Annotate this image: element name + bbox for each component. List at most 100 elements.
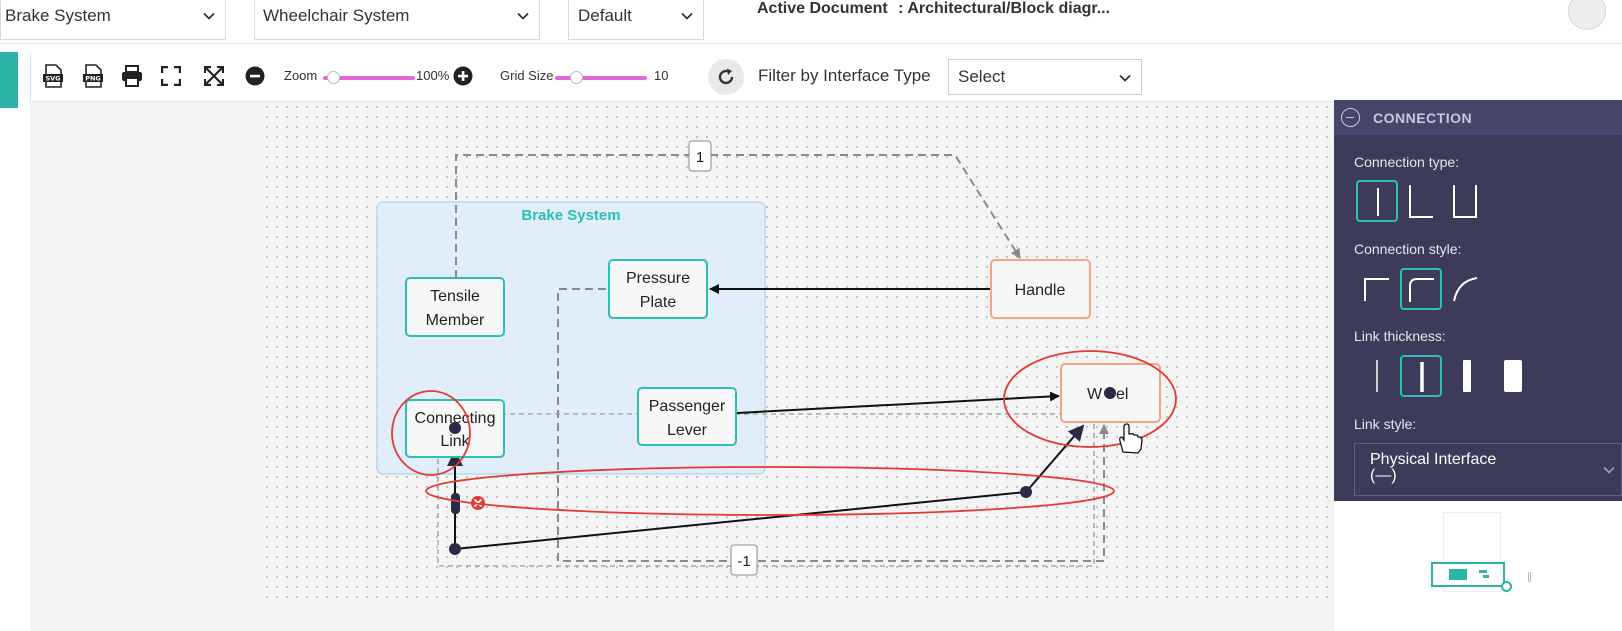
- elbow-line-icon: [1409, 185, 1433, 218]
- connection-style-curved[interactable]: [1444, 268, 1486, 310]
- highlight-ellipse-connection: [425, 466, 1115, 516]
- chevron-down-icon: [681, 12, 693, 20]
- link-style-value-symbol: (—): [1370, 467, 1397, 484]
- node-label: el: [1116, 386, 1128, 403]
- u-shape-line-icon: [1453, 185, 1477, 218]
- chevron-down-icon: [1603, 466, 1615, 474]
- connection-type-elbow[interactable]: [1400, 180, 1442, 222]
- png-export-icon[interactable]: PNG: [81, 64, 105, 88]
- filter-interface-type-label: Filter by Interface Type: [758, 66, 931, 85]
- filter-interface-type-select[interactable]: Select: [948, 59, 1142, 95]
- fullscreen-icon[interactable]: [159, 64, 183, 88]
- chevron-down-icon: [517, 12, 529, 20]
- fit-to-screen-icon[interactable]: [202, 64, 226, 88]
- minimap-viewport[interactable]: [1431, 562, 1505, 587]
- curved-line-icon: [1453, 277, 1478, 302]
- system-select-value: Brake System: [5, 6, 111, 25]
- node-label: Lever: [667, 422, 708, 439]
- system-select[interactable]: Brake System: [0, 0, 226, 40]
- highlight-circle-connecting-link: [391, 390, 471, 476]
- segment-drag-handle[interactable]: [451, 493, 460, 514]
- node-label: Handle: [1015, 282, 1066, 299]
- zoom-value: 100%: [416, 68, 450, 83]
- minimap-resize-handle[interactable]: [1501, 581, 1512, 592]
- edge-selected-segment-2[interactable]: [454, 491, 1027, 550]
- refresh-button[interactable]: [708, 59, 744, 95]
- connection-style-label: Connection style:: [1354, 241, 1462, 257]
- active-document-value: : Architectural/Block diagr...: [898, 0, 1111, 17]
- link-thickness-medium[interactable]: [1400, 355, 1442, 397]
- thick-line-icon: [1463, 360, 1471, 392]
- node-pressure-plate[interactable]: Pressure Plate: [608, 259, 708, 319]
- minimap-scroll-indicator[interactable]: [1528, 572, 1531, 582]
- connection-handle[interactable]: [449, 422, 461, 434]
- sub-system-select[interactable]: Wheelchair System: [254, 0, 540, 40]
- svg-text:PNG: PNG: [85, 75, 101, 83]
- edge-selected-segment-3[interactable]: [1025, 424, 1085, 493]
- connection-type-label: Connection type:: [1354, 154, 1460, 170]
- link-style-value: Physical Interface: [1370, 451, 1497, 468]
- link-thickness-thin[interactable]: [1356, 355, 1398, 397]
- connection-handle[interactable]: [449, 543, 461, 555]
- connection-panel: CONNECTION Connection type: Connection s…: [1334, 100, 1622, 501]
- connection-style-rounded[interactable]: [1400, 268, 1442, 310]
- active-document-label: Active Document: [757, 0, 888, 17]
- view-select-value: Default: [578, 6, 632, 25]
- view-select[interactable]: Default: [568, 0, 704, 40]
- zoom-slider-knob[interactable]: [327, 71, 340, 84]
- edge-lever-to-wheel[interactable]: [736, 391, 1060, 414]
- node-label: Plate: [640, 294, 677, 311]
- straight-line-icon: [1377, 188, 1379, 216]
- sub-system-select-value: Wheelchair System: [263, 6, 410, 25]
- grid-size-slider-knob[interactable]: [570, 71, 583, 84]
- edge-label-top[interactable]: 1: [688, 140, 712, 172]
- rounded-corner-icon: [1409, 278, 1434, 302]
- edge-wheel-to-pressure-plate[interactable]: [557, 288, 1109, 562]
- connection-handle[interactable]: [1020, 486, 1032, 498]
- collapse-icon[interactable]: [1341, 108, 1360, 127]
- extra-thick-line-icon: [1504, 360, 1522, 392]
- node-passenger-lever[interactable]: Passenger Lever: [637, 387, 737, 446]
- node-label: Tensile: [430, 288, 480, 305]
- svg-export-icon[interactable]: SVG: [41, 64, 65, 88]
- node-tensile-member[interactable]: Tensile Member: [405, 277, 505, 337]
- zoom-slider[interactable]: [323, 71, 415, 84]
- print-icon[interactable]: [120, 64, 144, 88]
- highlight-ellipse-wheel: [1003, 350, 1177, 448]
- canvas-bottom-area: [262, 606, 1334, 631]
- refresh-icon: [718, 68, 734, 85]
- connection-handle[interactable]: [1104, 387, 1116, 399]
- grid-size-slider[interactable]: [555, 71, 647, 84]
- diagram-svg: Brake System Tensile Member Pressure Pla…: [376, 140, 1177, 576]
- svg-text:SVG: SVG: [45, 75, 60, 83]
- chevron-down-icon: [1119, 74, 1131, 82]
- thin-line-icon: [1376, 360, 1378, 392]
- edge-tensile-to-handle[interactable]: [455, 154, 1021, 278]
- node-handle[interactable]: Handle: [990, 259, 1091, 319]
- selection-bounding-box: [437, 413, 1095, 567]
- zoom-out-icon[interactable]: [243, 64, 267, 88]
- diagram-toolbar: SVG PNG Zoom 100% Grid Size 10 Filter by…: [30, 52, 1622, 102]
- panel-title: CONNECTION: [1373, 110, 1473, 126]
- active-document: Active Document : Architectural/Block di…: [757, 0, 1116, 18]
- node-label: Connecting: [415, 410, 496, 427]
- link-thickness-thick[interactable]: [1446, 355, 1488, 397]
- connection-type-straight[interactable]: [1356, 180, 1398, 222]
- edge-label-bottom[interactable]: -1: [730, 544, 758, 576]
- link-style-label: Link style:: [1354, 416, 1417, 432]
- avatar[interactable]: [1568, 0, 1606, 30]
- grid-size-value: 10: [654, 68, 669, 83]
- chevron-down-icon: [203, 12, 215, 20]
- link-thickness-label: Link thickness:: [1354, 328, 1446, 344]
- node-label: W: [1087, 386, 1103, 403]
- connection-panel-header[interactable]: CONNECTION: [1334, 100, 1622, 135]
- link-thickness-extra-thick[interactable]: [1492, 355, 1534, 397]
- edge-label-text: 1: [696, 149, 704, 166]
- group-label: Brake System: [521, 207, 620, 224]
- connection-style-sharp[interactable]: [1356, 268, 1398, 310]
- connection-type-u-shape[interactable]: [1444, 180, 1486, 222]
- left-panel: [30, 102, 262, 631]
- link-style-select[interactable]: Physical Interface (—): [1354, 443, 1622, 496]
- sidebar-toggle-tab[interactable]: [0, 52, 18, 108]
- zoom-in-icon[interactable]: [451, 64, 475, 88]
